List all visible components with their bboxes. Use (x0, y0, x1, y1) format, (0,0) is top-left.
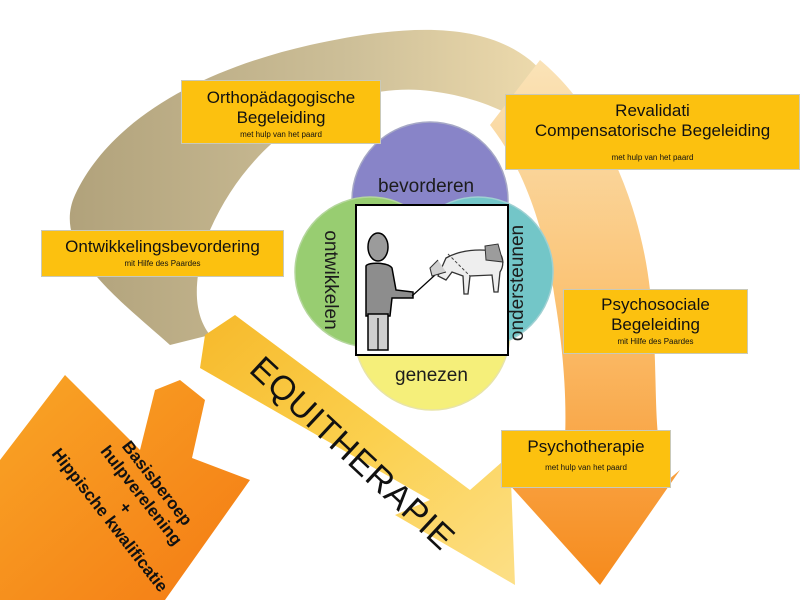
circle-label-ondersteunen: ondersteunen (507, 224, 528, 342)
box-title: Psychotherapie (527, 437, 645, 456)
box-subtitle: mit Hilfe des Paardes (617, 337, 694, 346)
circle-label-ontwikkelen: ontwikkelen (320, 230, 341, 330)
circle-label-bevorderen: bevorderen (378, 176, 475, 197)
box-subtitle: met hulp van het paard (240, 130, 322, 139)
box-title-line: Revalidati (615, 101, 690, 120)
equitherapie-arrow (200, 315, 515, 585)
box-title-line: Begeleiding (236, 108, 326, 127)
box-ontwikkelingsbevordering: Ontwikkelingsbevordering mit Hilfe des P… (41, 230, 284, 277)
box-title-line: Orthopädagogische (206, 88, 356, 107)
person-icon (365, 232, 414, 351)
box-revalidatie: Revalidati Compensatorische Begeleiding … (505, 94, 800, 170)
box-subtitle: met hulp van het paard (545, 463, 627, 472)
box-title: Ontwikkelingsbevordering (65, 237, 260, 256)
horse-icon (411, 243, 504, 297)
box-title-line: Psychosociale (601, 295, 710, 314)
box-psychosociale-begeleiding: Psychosociale Begeleiding mit Hilfe des … (563, 289, 748, 354)
box-title-line: Compensatorische Begeleiding (534, 121, 771, 140)
box-title-line: Begeleiding (611, 315, 700, 334)
box-subtitle: mit Hilfe des Paardes (124, 259, 201, 268)
circle-label-genezen: genezen (395, 365, 468, 386)
box-psychotherapie: Psychotherapie met hulp van het paard (501, 430, 671, 488)
box-subtitle: met hulp van het paard (611, 153, 694, 162)
basis-arrow (0, 375, 250, 600)
box-orthopedagogische-begeleiding: Orthopädagogische Begeleiding met hulp v… (181, 80, 381, 144)
